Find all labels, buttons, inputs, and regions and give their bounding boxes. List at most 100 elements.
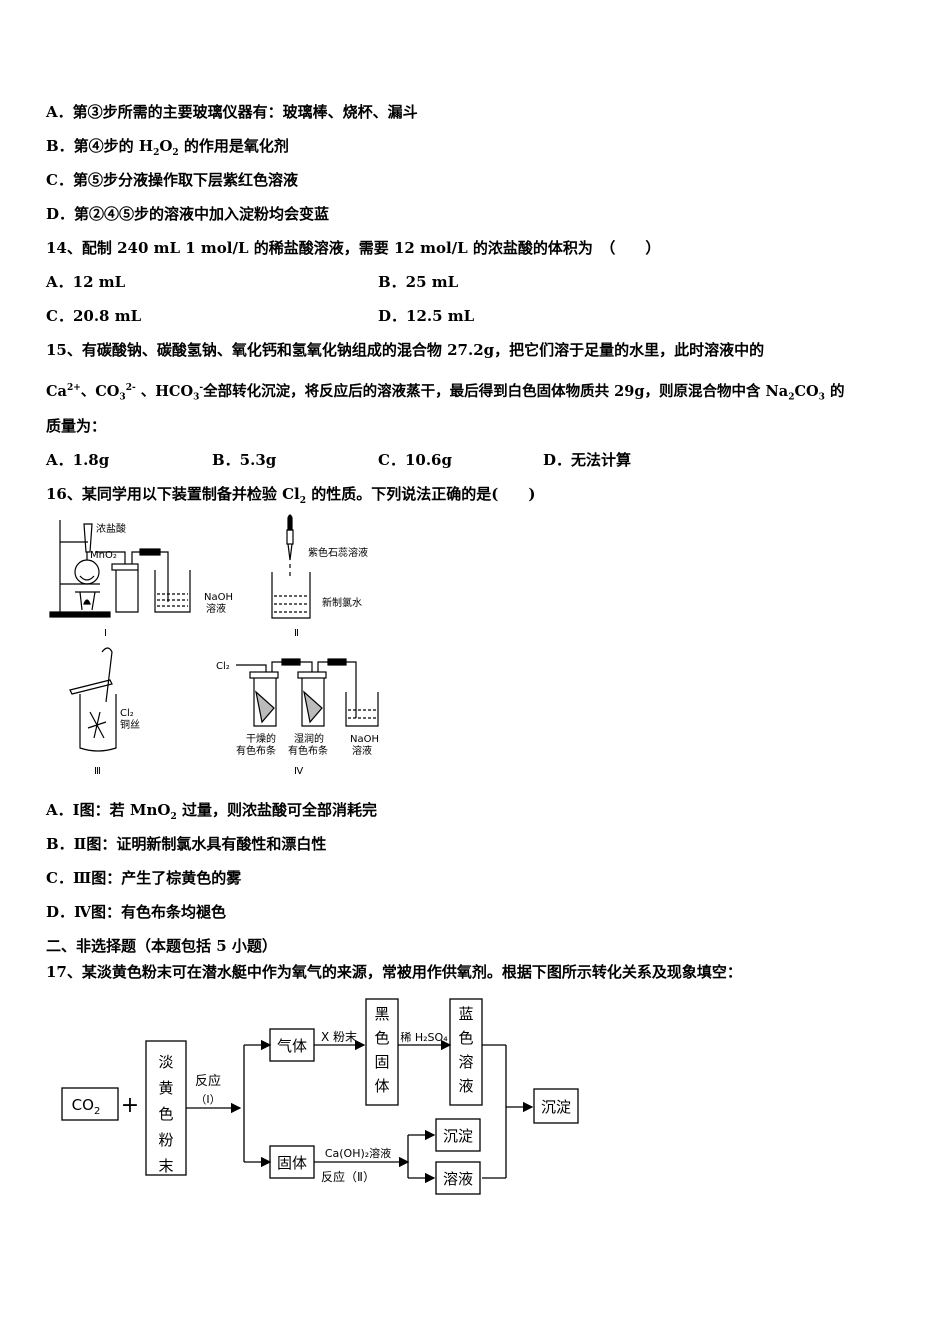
q13-b-mid: O: [159, 137, 173, 155]
fig3-number: Ⅲ: [94, 766, 101, 777]
q16-option-a: A．Ⅰ图：若 MnO2 过量，则浓盐酸可全部消耗完: [46, 800, 377, 827]
powder-char-5: 末: [158, 1157, 173, 1175]
black-solid-char-3: 固: [374, 1053, 389, 1071]
powder-char-4: 粉: [158, 1131, 173, 1149]
q15-option-b: B．5.3g: [212, 451, 277, 469]
solid-label: 固体: [277, 1154, 307, 1172]
final-precipitate-box: [533, 1088, 579, 1124]
fig1-label-solution: 溶液: [206, 602, 226, 615]
reaction1-number: （Ⅰ）: [195, 1093, 220, 1106]
q16-stem-post: 的性质。下列说法正确的是( ): [306, 485, 536, 503]
blue-solution-box: [449, 998, 483, 1106]
blue-solution-char-4: 液: [458, 1077, 473, 1095]
ion-ca-charge: 2+: [66, 383, 81, 393]
co2-box: [61, 1087, 119, 1121]
fig4-label-dry: 干燥的: [246, 732, 276, 745]
fig4-label-cloth2: 有色布条: [288, 744, 328, 757]
q15-option-d: D．无法计算: [543, 451, 632, 469]
q15-stem-line3: 质量为：: [46, 417, 107, 435]
q15-option-c: C．10.6g: [378, 451, 452, 469]
q16-option-b: B．Ⅱ图：证明新制氯水具有酸性和漂白性: [46, 835, 327, 853]
fig4-label-cloth1: 有色布条: [236, 744, 276, 757]
q13-option-b: B．第④步的 H2O2 的作用是氧化剂: [46, 136, 289, 163]
de-text: 的: [824, 382, 845, 400]
q15-option-a: A．1.8g: [46, 451, 110, 469]
ion-hco3: 、HCO: [135, 382, 194, 400]
black-solid-box: [365, 998, 399, 1106]
ion-co3-sub: 3: [119, 392, 126, 403]
black-solid-char-4: 体: [374, 1077, 389, 1095]
final-precipitate-label: 沉淀: [541, 1098, 571, 1116]
q14-option-d: D．12.5 mL: [378, 307, 475, 325]
dilute-h2so4-label: 稀 H₂SO₄: [400, 1031, 448, 1044]
q13-b-sub2: 2: [172, 148, 179, 158]
precipitate-label: 沉淀: [443, 1127, 473, 1145]
black-solid-char-2: 色: [374, 1029, 389, 1047]
precipitate-box: [435, 1118, 481, 1152]
fig1-label-naoh: NaOH: [204, 592, 233, 603]
ion-hco3-sub: 3: [193, 392, 200, 403]
co2-sub: 2: [94, 1106, 100, 1117]
flowchart: CO2 + 淡 黄 色 粉 末 反应 （Ⅰ） 气体 X 粉末 黑 色 固 体 稀…: [61, 998, 579, 1195]
blue-solution-char-2: 色: [458, 1029, 473, 1047]
q16-a-sub: 2: [170, 812, 177, 822]
co-sub: 3: [818, 392, 825, 403]
q13-b-post: 的作用是氧化剂: [178, 137, 289, 155]
q13-b-pre: B．第④步的 H: [46, 137, 154, 155]
section-heading: 二、非选择题（本题包括 5 小题）: [46, 937, 277, 955]
fig2-label-chlorine-water: 新制氯水: [322, 596, 362, 609]
blue-solution-char-3: 溶: [458, 1053, 473, 1071]
q16-stem-pre: 16、某同学用以下装置制备并检验 Cl: [46, 485, 300, 503]
powder-char-2: 黄: [158, 1079, 173, 1097]
ion-co3-charge: 2-: [125, 383, 136, 393]
q16-option-c: C．Ⅲ图：产生了棕黄色的雾: [46, 869, 242, 887]
solution-box: [435, 1161, 481, 1195]
fig3-label-copper: 铜丝: [120, 719, 140, 731]
q13-option-c: C．第⑤步分液操作取下层紫红色溶液: [46, 171, 298, 189]
co2-text: CO: [72, 1096, 94, 1114]
reaction2-label: 反应（Ⅱ）: [321, 1169, 375, 1184]
fig3-label-cl2: Cl₂: [120, 708, 134, 719]
black-solid-char-1: 黑: [374, 1005, 389, 1023]
q14-option-a: A．12 mL: [46, 273, 126, 291]
blue-solution-char-1: 蓝: [458, 1005, 473, 1023]
q15-stem-line2: Ca2+、CO32- 、HCO3-全部转化沉淀，将反应后的溶液蒸干，最后得到白色…: [46, 378, 844, 408]
q14-stem: 14、配制 240 mL 1 mol/L 的稀盐酸溶液，需要 12 mol/L …: [46, 239, 661, 257]
ion-co3: 、CO: [80, 382, 120, 400]
fig2-label-litmus: 紫色石蕊溶液: [308, 546, 368, 559]
q16-option-d: D．Ⅳ图：有色布条均褪色: [46, 903, 227, 921]
fig4-label-naoh: NaOH: [350, 734, 379, 745]
fig1-label-hcl: 浓盐酸: [96, 522, 126, 535]
x-powder-label: X 粉末: [321, 1030, 357, 1044]
q16-stem: 16、某同学用以下装置制备并检验 Cl2 的性质。下列说法正确的是( ): [46, 484, 535, 511]
powder-char-3: 色: [158, 1105, 173, 1123]
solution-label: 溶液: [443, 1170, 473, 1188]
q16-stem-sub: 2: [299, 496, 307, 506]
fig1-number: Ⅰ: [104, 628, 107, 639]
q15-stem-line1: 15、有碳酸钠、碳酸氢钠、氧化钙和氢氧化钠组成的混合物 27.2g，把它们溶于足…: [46, 341, 765, 359]
q17-stem: 17、某淡黄色粉末可在潜水艇中作为氧气的来源，常被用作供氧剂。根据下图所示转化关…: [46, 963, 742, 981]
ion-hco3-charge: -: [199, 383, 204, 393]
q15-stem-line2-rest: 全部转化沉淀，将反应后的溶液蒸干，最后得到白色固体物质共 29g，则原混合物中含…: [203, 382, 789, 400]
q14-option-c: C．20.8 mL: [46, 307, 142, 325]
fig4-label-wet: 湿润的: [294, 732, 324, 745]
co2-label: CO2: [72, 1096, 101, 1117]
q14-option-b: B．25 mL: [378, 273, 459, 291]
ion-ca: Ca: [46, 382, 67, 400]
q13-option-a: A．第③步所需的主要玻璃仪器有：玻璃棒、烧杯、漏斗: [46, 103, 418, 121]
q16-a-pre: A．Ⅰ图：若 MnO: [46, 801, 171, 819]
q13-option-d: D．第②④⑤步的溶液中加入淀粉均会变蓝: [46, 205, 330, 223]
q16-a-post: 过量，则浓盐酸可全部消耗完: [176, 801, 377, 819]
fig4-number: Ⅳ: [294, 766, 304, 777]
plus-sign: +: [121, 1093, 139, 1118]
fig2-number: Ⅱ: [294, 628, 299, 639]
fig4-label-solution: 溶液: [352, 744, 372, 757]
co-text: CO: [794, 382, 819, 400]
apparatus-figures: 浓盐酸 MnO₂ NaOH 溶液 Ⅰ 紫色石蕊溶液 新制氯水 Ⅱ Cl₂ 铜丝 …: [49, 514, 379, 777]
powder-char-1: 淡: [158, 1053, 173, 1071]
fig4-label-cl2: Cl₂: [216, 661, 230, 672]
reaction1-label: 反应: [195, 1073, 221, 1089]
q13-b-sub1: 2: [153, 148, 160, 158]
caoh2-label: Ca(OH)₂溶液: [325, 1146, 391, 1160]
gas-label: 气体: [277, 1037, 307, 1055]
